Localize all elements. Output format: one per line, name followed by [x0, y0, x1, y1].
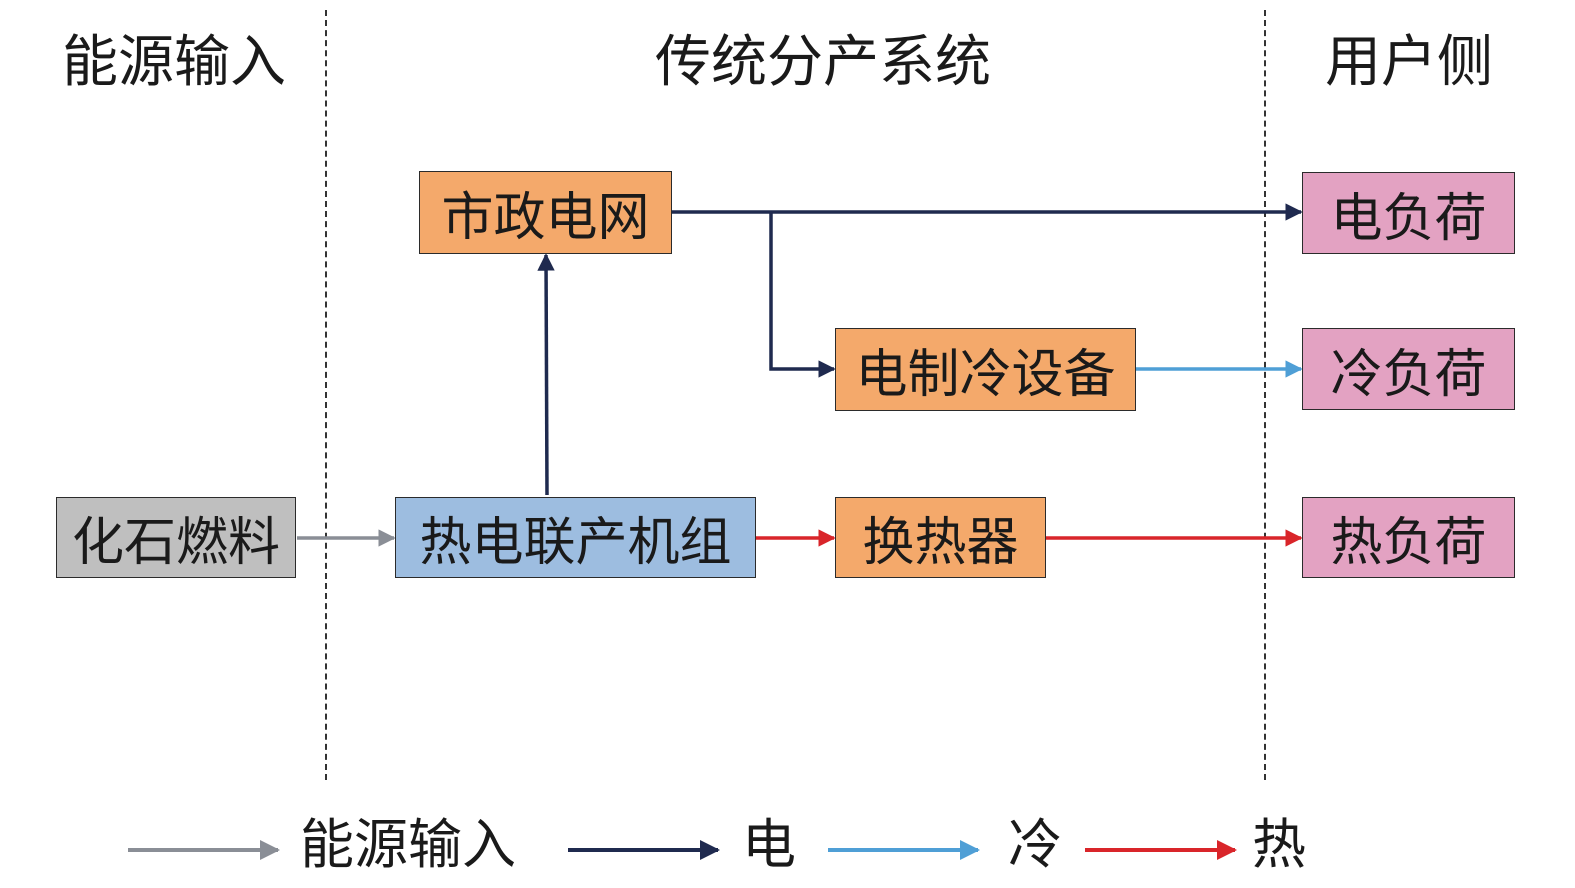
node-chp-unit: 热电联产机组 — [395, 497, 756, 578]
node-electric-load: 电负荷 — [1302, 172, 1515, 254]
section-title-traditional-system: 传统分产系统 — [655, 30, 991, 95]
legend-label-electricity: 电 — [742, 813, 796, 876]
node-fossil-fuel: 化石燃料 — [56, 497, 296, 578]
arrow-chp-to-grid — [537, 253, 555, 496]
node-heat-load: 热负荷 — [1302, 497, 1515, 578]
node-electric-chiller: 电制冷设备 — [835, 328, 1136, 411]
divider-input-system — [325, 10, 327, 780]
node-heat-exchanger: 换热器 — [835, 497, 1046, 578]
node-cooling-load: 冷负荷 — [1302, 328, 1515, 410]
section-title-user-side: 用户侧 — [1325, 30, 1493, 95]
arrow-grid-to-chiller — [769, 212, 836, 378]
divider-system-user — [1264, 10, 1266, 780]
legend-label-heat: 热 — [1252, 813, 1306, 876]
section-title-energy-input: 能源输入 — [62, 30, 286, 95]
legend-label-cooling: 冷 — [1008, 813, 1062, 876]
node-municipal-grid: 市政电网 — [419, 171, 672, 254]
legend-label-energy-input: 能源输入 — [300, 813, 516, 876]
